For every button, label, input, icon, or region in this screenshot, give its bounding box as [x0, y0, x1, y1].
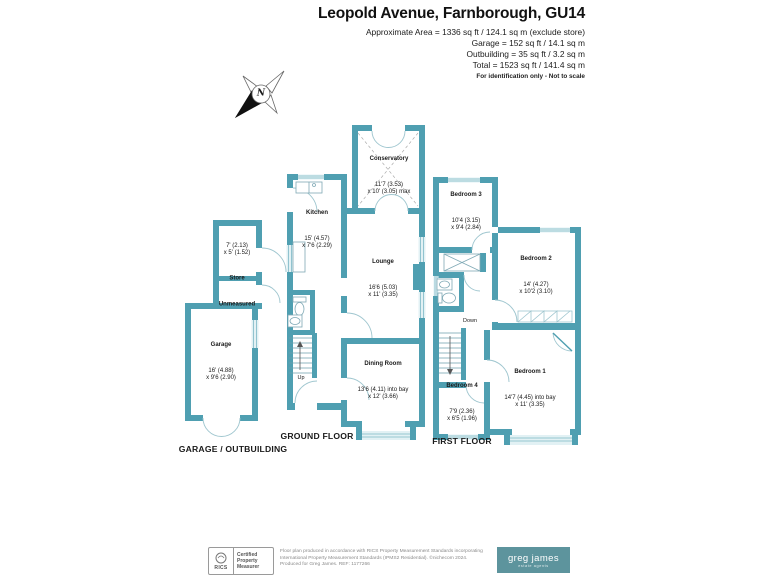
stairs-down [439, 332, 461, 375]
compass-icon [234, 70, 285, 119]
section-label-garage-outbuilding: GARAGE / OUTBUILDING [178, 443, 288, 454]
compass-label: N [256, 88, 266, 99]
room-label-store: Store Unmeasured [218, 275, 256, 308]
walls [185, 220, 262, 421]
footer-disclaimer-line2: International Property Measurement Stand… [280, 555, 468, 561]
footer-disclaimer-line1: Floor plan produced in accordance with R… [280, 549, 483, 554]
windows [433, 177, 572, 445]
footer-disclaimer-line3: Produced for Greg James. REF: 1177266 [280, 562, 370, 568]
area-line-2: Garage = 152 sq ft / 14.1 sq m [471, 38, 585, 48]
room-label-outbuilding: 7' (2.13) x 5' (1.52) [223, 242, 251, 256]
garage-outbuilding-plan [185, 220, 287, 437]
section-label-first-floor: FIRST FLOOR [432, 435, 492, 446]
header-block: Leopold Avenue, Farnborough, GU14 Approx… [318, 5, 585, 80]
agent-brand-logo: greg james estate agents [497, 547, 570, 573]
rics-wordmark: RICS [214, 564, 228, 571]
door-arcs [202, 247, 287, 437]
sink-icon [436, 278, 453, 291]
agent-brand-name: greg james [508, 552, 559, 564]
area-line-1: Approximate Area = 1336 sq ft / 124.1 sq… [365, 27, 585, 37]
room-label-bedroom3: Bedroom 3 10'4 (3.15) x 9'4 (2.84) [450, 191, 482, 231]
page-title: Leopold Avenue, Farnborough, GU14 [318, 5, 585, 22]
ground-floor-plan [286, 125, 426, 440]
first-floor-plan [433, 177, 581, 445]
stairs-up-label: Up [296, 374, 306, 382]
door-arcs [463, 231, 573, 404]
toilet-icon [437, 292, 456, 304]
room-label-garage: Garage 16' (4.88) x 9'6 (2.90) [206, 341, 236, 381]
room-label-lounge: Lounge 16'6 (5.03) x 11' (3.35) [368, 258, 398, 298]
stairs-up [289, 337, 312, 374]
room-label-bedroom2: Bedroom 2 14' (4.27) x 10'2 (3.10) [519, 255, 553, 295]
room-label-bedroom4: Bedroom 4 7'9 (2.36) x 6'5 (1.96) [446, 382, 478, 422]
rics-logo: RICS [209, 548, 234, 574]
agent-brand-tagline: estate agents [518, 563, 549, 568]
corner-closet [552, 332, 573, 352]
area-line-4: Total = 1523 sq ft / 141.4 sq m [472, 60, 585, 70]
stairs-down-label: Down [461, 317, 479, 325]
area-line-3: Outbuilding = 35 sq ft / 3.2 sq m [466, 49, 585, 59]
room-label-conservatory: Conservatory 11'7 (3.53) x 10' (3.05) ma… [367, 155, 411, 195]
room-label-kitchen: Kitchen 15' (4.57) x 7'6 (2.29) [302, 209, 332, 249]
rics-cert-text: Certified Property Measurer [237, 552, 260, 570]
conservatory-dashed-lines [357, 132, 419, 207]
sink-icon [287, 314, 303, 328]
wardrobe-icon [517, 310, 573, 323]
room-label-bedroom1: Bedroom 1 14'7 (4.45) into bay x 11' (3.… [504, 368, 556, 408]
room-label-dining: Dining Room 13'6 (4.11) into bay x 12' (… [357, 360, 409, 400]
rics-certification-badge: RICS Certified Property Measurer [208, 547, 274, 575]
kitchen-sink-icon [292, 181, 323, 273]
window [251, 320, 259, 348]
walls [287, 125, 425, 440]
cupboard-icon [443, 253, 481, 272]
windows [286, 174, 426, 440]
section-label-ground-floor: GROUND FLOOR [280, 430, 354, 441]
footer-disclaimer: Floor plan produced in accordance with R… [280, 549, 492, 569]
toilet-icon [292, 296, 307, 316]
disclaimer-note: For identification only - Not to scale [476, 73, 585, 80]
rics-logo-icon [215, 552, 227, 563]
walls [433, 177, 581, 445]
